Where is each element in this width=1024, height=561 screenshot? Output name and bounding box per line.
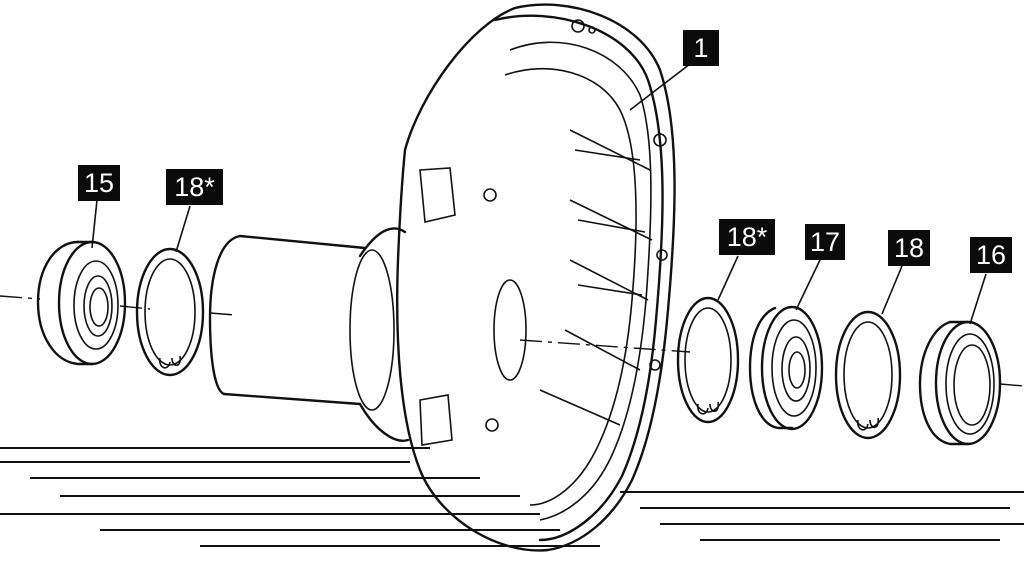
part-17-seal — [748, 305, 824, 431]
part-18b-snap-ring — [676, 296, 740, 424]
part-1-housing — [208, 3, 676, 552]
callout-16: 16 — [970, 237, 1012, 273]
callout-1: 1 — [683, 30, 719, 66]
part-16-bearing-cup — [918, 320, 1002, 446]
callout-18c: 18 — [888, 230, 930, 266]
leader-18c — [881, 265, 903, 315]
leader-18a — [175, 205, 191, 253]
leader-1 — [629, 63, 691, 111]
leader-16 — [969, 273, 987, 325]
leader-18b — [717, 255, 739, 301]
leader-15 — [91, 199, 98, 249]
center-axis — [0, 295, 1024, 387]
part-15-bearing — [36, 240, 127, 366]
part-18a-snap-ring — [135, 247, 205, 377]
leader-17 — [795, 259, 821, 311]
callout-17: 17 — [805, 224, 845, 260]
scan-artifact-bands — [0, 447, 1024, 547]
callout-15: 15 — [78, 165, 120, 201]
callout-18b: 18* — [719, 219, 775, 255]
callout-18a: 18* — [166, 169, 223, 205]
part-18-snap-ring — [834, 310, 902, 440]
